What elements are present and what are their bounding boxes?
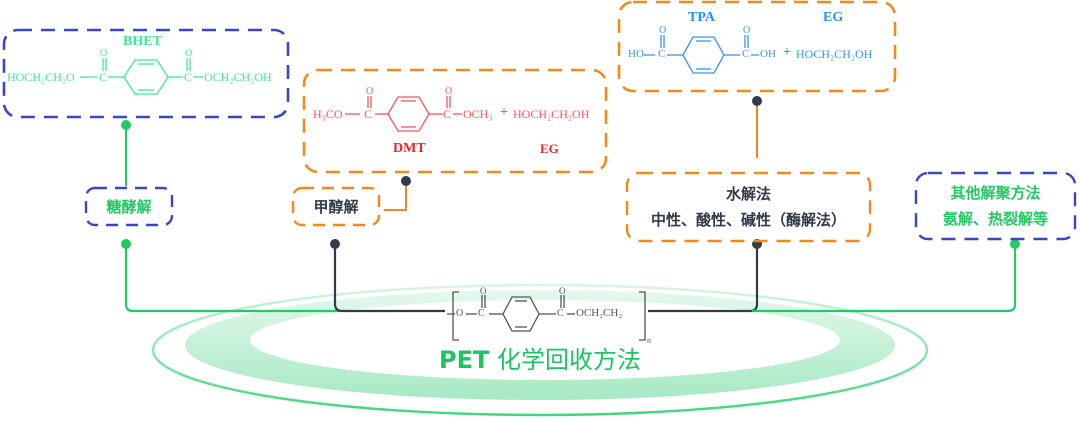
bhet-o-left: O bbox=[100, 48, 108, 59]
tpa-structure bbox=[644, 35, 759, 74]
tpa-o-right: O bbox=[743, 25, 751, 36]
bhet-c-left: C bbox=[99, 70, 108, 84]
tpa-eg-name: EG bbox=[823, 10, 844, 25]
dmt-c-right: C bbox=[443, 107, 452, 121]
pet-o-left: O bbox=[456, 308, 464, 319]
pet-c-left: C bbox=[478, 308, 485, 319]
dmt-o-left: O bbox=[366, 86, 374, 97]
other-subtitle: 氨解、热裂解等 bbox=[942, 210, 1048, 228]
tpa-eg-formula: HOCH₂CH₂OH bbox=[796, 47, 873, 61]
base-ellipse bbox=[151, 283, 929, 417]
node-methanolysis bbox=[330, 239, 340, 249]
other-box bbox=[914, 171, 1077, 241]
dmt-plus: + bbox=[500, 105, 508, 120]
pet-carbonyl-o-left: O bbox=[480, 286, 487, 296]
bhet-box bbox=[2, 28, 290, 119]
connector-other bbox=[752, 245, 1017, 313]
glycolysis-label: 糖酵解 bbox=[106, 198, 152, 216]
tpa-c-left: C bbox=[658, 48, 666, 60]
title-main: 化学回收方法 bbox=[497, 346, 641, 374]
tpa-plus: + bbox=[783, 45, 791, 60]
other-label-box[interactable]: 其他解聚方法 氨解、热裂解等 bbox=[916, 173, 1075, 239]
bhet-name: BHET bbox=[123, 34, 162, 49]
pet-carbonyl-o-right: O bbox=[559, 286, 566, 296]
pet-structure bbox=[447, 291, 646, 341]
pet-subscript-n: n bbox=[647, 336, 651, 345]
dmt-structure bbox=[345, 96, 462, 132]
title-prefix: PET bbox=[439, 346, 490, 374]
connector-glycolysis bbox=[124, 245, 341, 313]
connector-dmt bbox=[384, 182, 407, 211]
other-title: 其他解聚方法 bbox=[950, 184, 1041, 202]
bhet-c-right: C bbox=[184, 70, 193, 84]
glycolysis-box bbox=[84, 186, 174, 227]
tpa-box bbox=[617, 0, 897, 93]
dmt-o-right: O bbox=[445, 86, 453, 97]
hydrolysis-subtitle: 中性、酸性、碱性（酶解法） bbox=[650, 211, 846, 229]
tpa-c-right: C bbox=[742, 48, 750, 60]
methanolysis-label-box[interactable]: 甲醇解 bbox=[293, 188, 379, 225]
connector-methanolysis bbox=[333, 244, 445, 313]
connector-hydrolysis bbox=[648, 244, 759, 313]
glycolysis-label-box[interactable]: 糖酵解 bbox=[86, 188, 172, 225]
pet-right-group: OCH₂CH₂ bbox=[576, 307, 623, 319]
pet-c-right: C bbox=[557, 308, 564, 319]
methanolysis-label: 甲醇解 bbox=[313, 198, 359, 216]
dmt-name: DMT bbox=[393, 141, 426, 156]
tpa-name: TPA bbox=[688, 10, 715, 25]
dmt-left-group: H₃CO bbox=[313, 107, 343, 121]
node-dmt bbox=[401, 176, 411, 186]
dmt-right-group: OCH₃ bbox=[463, 107, 493, 121]
methanolysis-box bbox=[291, 186, 381, 227]
bhet-structure bbox=[80, 58, 203, 95]
bhet-left-group: HOCH₂CH₂O bbox=[7, 70, 75, 84]
bhet-right-group: OCH₂CH₂OH bbox=[204, 70, 272, 84]
bhet-o-right: O bbox=[185, 48, 193, 59]
node-other bbox=[1010, 239, 1020, 249]
tpa-o-left: O bbox=[659, 25, 667, 36]
dmt-c-left: C bbox=[364, 107, 373, 121]
dmt-eg-name: EG bbox=[540, 141, 559, 156]
node-glycolysis bbox=[121, 239, 131, 249]
tpa-right-group: OH bbox=[760, 48, 776, 60]
dmt-box bbox=[302, 68, 608, 174]
tpa-left-group: HO bbox=[628, 48, 644, 60]
node-bhet bbox=[121, 120, 131, 130]
dmt-eg-formula: HOCH₂CH₂OH bbox=[513, 107, 590, 121]
hydrolysis-box bbox=[625, 171, 872, 243]
diagram-title: PET 化学回收方法 bbox=[410, 340, 670, 375]
hydrolysis-label-box[interactable]: 水解法 中性、酸性、碱性（酶解法） bbox=[627, 173, 870, 241]
node-tpa bbox=[752, 96, 762, 106]
hydrolysis-title: 水解法 bbox=[725, 185, 771, 203]
